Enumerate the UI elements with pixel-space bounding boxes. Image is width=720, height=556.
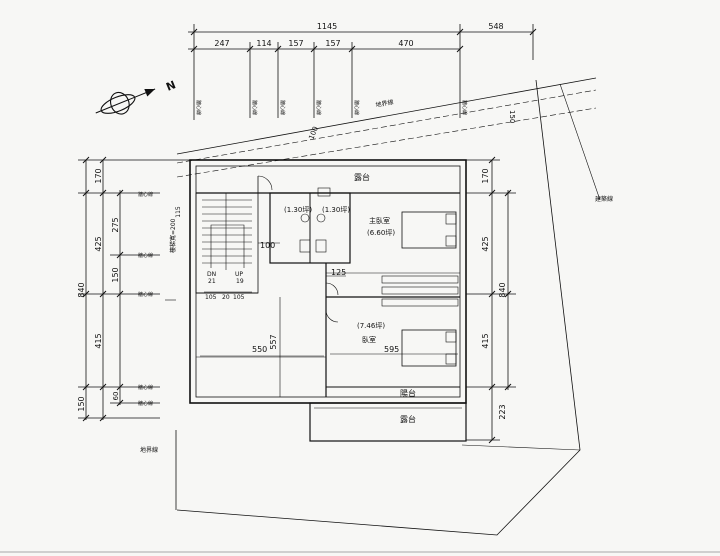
dim-seg-5: 470 bbox=[398, 39, 413, 48]
stair-up-label: UP bbox=[235, 271, 243, 278]
axis-label-top-2: 牆心線 bbox=[251, 100, 258, 115]
room-bedroom: 臥室 bbox=[362, 335, 376, 344]
dim-overall: 1145 bbox=[317, 22, 337, 31]
interior-dimension-lines bbox=[200, 242, 458, 397]
right-dim-425: 425 bbox=[481, 236, 490, 251]
room-balcony: 陽台 bbox=[400, 388, 416, 398]
site-lines: 地界線 建築線 地界線 150 100 bbox=[140, 77, 613, 536]
left-dim-275: 275 bbox=[111, 217, 120, 232]
dim-105a: 105 bbox=[205, 294, 217, 301]
boundary-label-top: 地界線 bbox=[375, 98, 394, 109]
right-dimension-lines: 170 425 840 415 223 bbox=[466, 156, 516, 444]
room-bath-left-area: (1.30坪) bbox=[284, 206, 312, 214]
left-dim-60: 60 bbox=[112, 392, 120, 401]
dim-right: 548 bbox=[488, 22, 503, 31]
left-dim-150: 150 bbox=[77, 396, 86, 411]
stair-width-note: 樓梯寬=200 bbox=[169, 218, 177, 253]
right-dim-415: 415 bbox=[481, 333, 490, 348]
stair-up-count: 19 bbox=[236, 278, 244, 285]
dim-seg-3: 157 bbox=[288, 39, 303, 48]
dim-seg-4: 157 bbox=[325, 39, 340, 48]
axis-label-top-6: 牆心線 bbox=[461, 100, 468, 115]
north-label: N bbox=[164, 78, 177, 94]
dim-550: 550 bbox=[252, 345, 267, 354]
room-bath-right-area: (1.30坪) bbox=[322, 206, 350, 214]
dim-105b: 105 bbox=[233, 294, 245, 301]
left-dim-150-inner: 150 bbox=[111, 267, 120, 282]
building-walls bbox=[189, 159, 467, 442]
axis-label-top-4: 牆心線 bbox=[315, 100, 322, 115]
room-bedroom-area: (7.46坪) bbox=[357, 322, 385, 330]
right-dim-170: 170 bbox=[481, 168, 490, 183]
room-master-area: (6.60坪) bbox=[367, 229, 395, 237]
axis-label-top-3: 牆心線 bbox=[279, 100, 286, 115]
left-dim-170: 170 bbox=[94, 168, 103, 183]
dim-125: 125 bbox=[331, 268, 346, 277]
left-dim-425: 425 bbox=[94, 236, 103, 251]
dim-seg-1: 247 bbox=[214, 39, 229, 48]
north-arrow bbox=[95, 88, 156, 115]
axis-label-left-5: 牆心線 bbox=[138, 400, 153, 407]
stair-dn-count: 21 bbox=[208, 278, 216, 285]
left-dim-115: 115 bbox=[175, 206, 182, 218]
axis-label-left-3: 牆心線 bbox=[138, 291, 153, 298]
left-dim-840: 840 bbox=[77, 282, 86, 297]
dim-557: 557 bbox=[269, 334, 278, 349]
left-dim-415: 415 bbox=[94, 333, 103, 348]
room-terrace-bottom: 露台 bbox=[400, 414, 416, 424]
axis-label-top-1: 牆心線 bbox=[195, 100, 202, 115]
dim-seg-2: 114 bbox=[256, 39, 271, 48]
top-dimension-lines: 1145 548 247 114 157 157 470 牆心線 牆心線 牆心線… bbox=[188, 22, 537, 120]
room-master-bedroom: 主臥室 bbox=[369, 216, 390, 225]
dim-20: 20 bbox=[222, 294, 230, 301]
stair-dn-label: DN bbox=[207, 271, 216, 278]
room-terrace-top: 露台 bbox=[354, 172, 370, 182]
axis-label-top-5: 牆心線 bbox=[353, 100, 360, 115]
right-dim-840: 840 bbox=[498, 282, 507, 297]
left-dimension-lines: 170 425 840 415 150 275 150 60 115 牆心線 牆… bbox=[77, 156, 190, 422]
axis-label-left-1: 牆心線 bbox=[138, 191, 153, 198]
axis-label-left-4: 牆心線 bbox=[138, 384, 153, 391]
right-dim-223: 223 bbox=[498, 404, 507, 419]
boundary-label-bottom: 地界線 bbox=[140, 446, 158, 454]
building-line-label: 建築線 bbox=[595, 195, 613, 203]
axis-label-left-2: 牆心線 bbox=[138, 252, 153, 259]
dim-100: 100 bbox=[260, 241, 275, 250]
slope-dim-150: 150 bbox=[508, 110, 516, 123]
dim-595: 595 bbox=[384, 345, 399, 354]
